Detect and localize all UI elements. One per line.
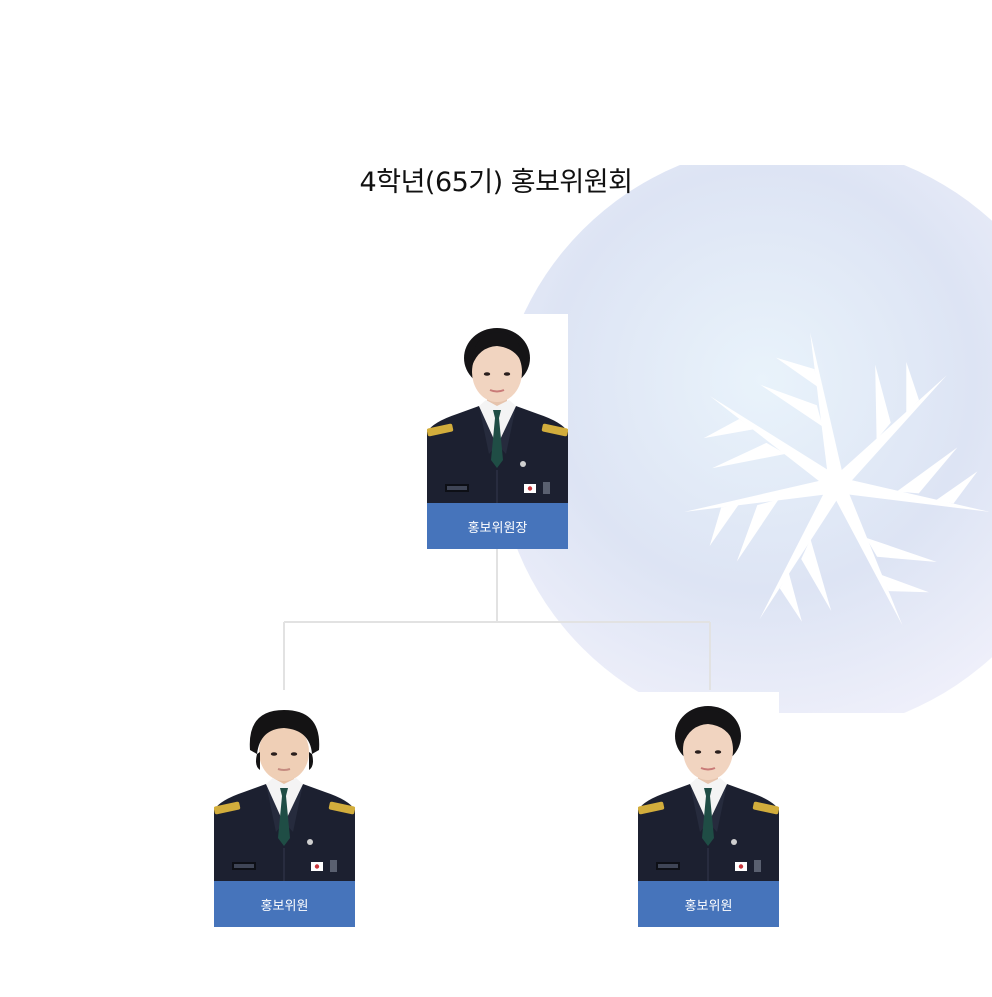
member-card-right: 홍보위원 xyxy=(638,692,779,927)
role-label: 홍보위원 xyxy=(638,881,779,927)
role-label: 홍보위원 xyxy=(214,881,355,927)
chart-title: 4학년(65기) 홍보위원회 xyxy=(359,167,633,198)
cadet-portrait-icon xyxy=(214,692,355,881)
cadet-portrait-icon xyxy=(427,314,568,503)
member-photo xyxy=(427,314,568,503)
member-card-left: 홍보위원 xyxy=(214,692,355,927)
member-photo xyxy=(214,692,355,881)
member-card-head: 홍보위원장 xyxy=(427,314,568,549)
member-photo xyxy=(638,692,779,881)
role-label: 홍보위원장 xyxy=(427,503,568,549)
emblem-watermark-icon xyxy=(496,165,992,713)
cadet-portrait-icon xyxy=(638,692,779,881)
